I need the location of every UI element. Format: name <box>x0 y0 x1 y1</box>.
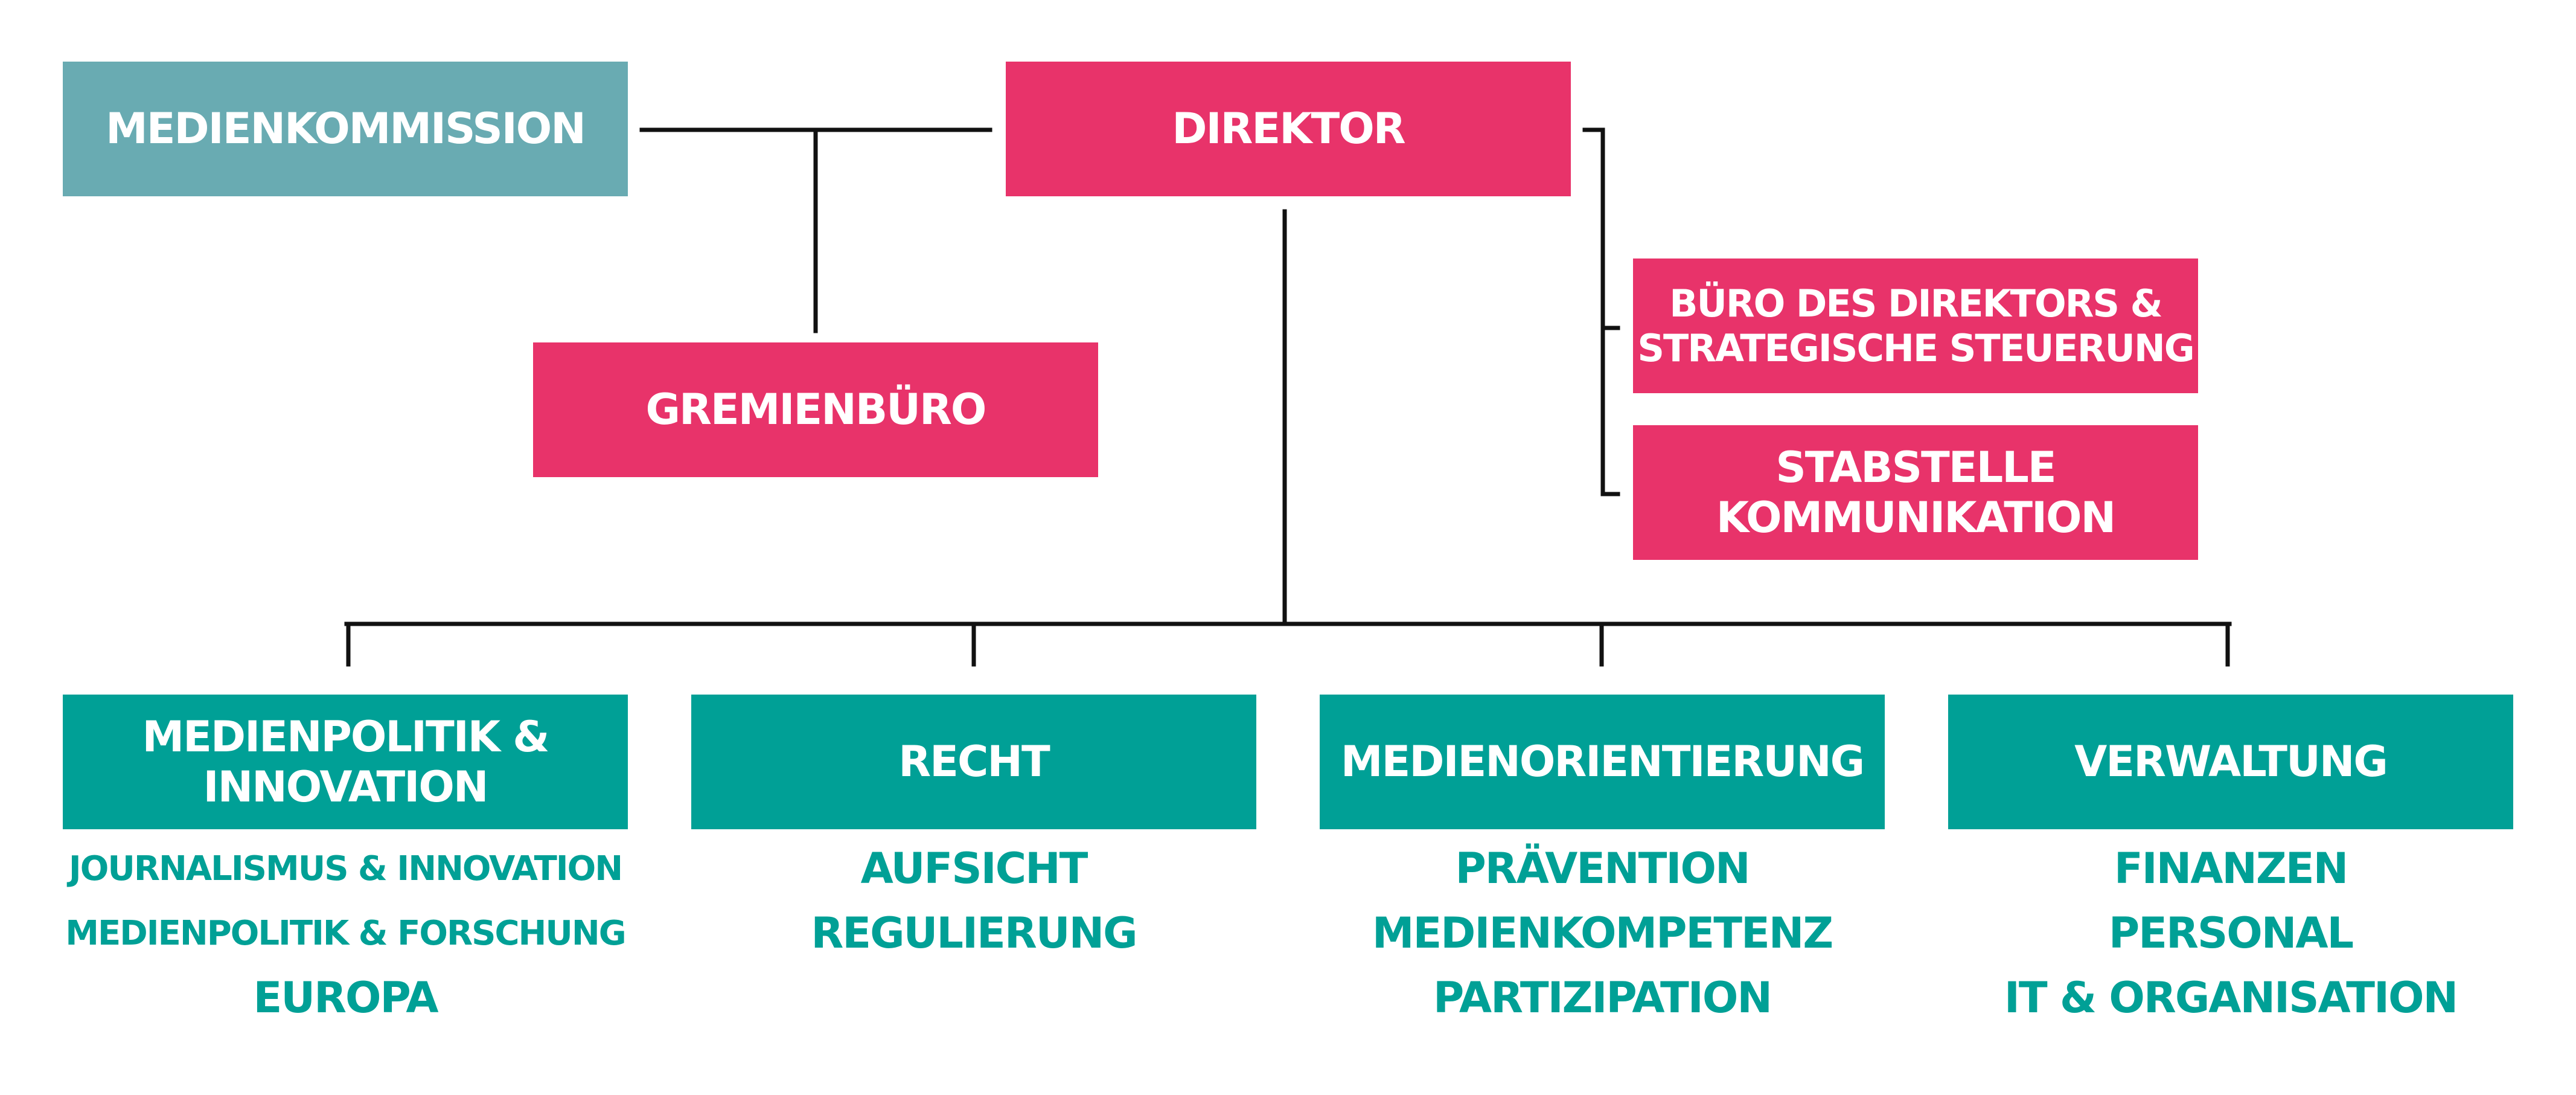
department-unit: IT & ORGANISATION <box>2004 973 2458 1023</box>
department-units: PRÄVENTION MEDIENKOMPETENZ PARTIZIPATION <box>1318 837 1886 1030</box>
department-box: RECHT <box>691 695 1256 829</box>
department-units: JOURNALISMUS & INNOVATION MEDIENPOLITIK … <box>62 837 629 1030</box>
department-box: MEDIENORIENTIERUNG <box>1320 695 1885 829</box>
department-unit: FINANZEN <box>2114 844 2348 893</box>
department-unit: REGULIERUNG <box>811 908 1137 958</box>
department-box: MEDIENPOLITIK & INNOVATION <box>63 695 628 829</box>
stabstelle-kommunikation-box: STABSTELLE KOMMUNIKATION <box>1633 425 2198 560</box>
department-unit: MEDIENKOMPETENZ <box>1372 908 1833 958</box>
department-unit: EUROPA <box>253 973 438 1023</box>
buero-des-direktors-box: BÜRO DES DIREKTORS & STRATEGISCHE STEUER… <box>1633 258 2198 393</box>
department-unit: MEDIENPOLITIK & FORSCHUNG <box>65 914 626 953</box>
gremienbuero-box: GREMIENBÜRO <box>533 342 1098 477</box>
connector-staff-bracket <box>1582 127 1620 496</box>
department-unit: PERSONAL <box>2108 908 2354 958</box>
department-unit: AUFSICHT <box>860 844 1088 893</box>
medienkommission-box: MEDIENKOMMISSION <box>63 62 628 196</box>
department-unit: PRÄVENTION <box>1455 844 1750 893</box>
department-units: FINANZEN PERSONAL IT & ORGANISATION <box>1947 837 2514 1030</box>
direktor-box: DIREKTOR <box>1006 62 1571 196</box>
department-unit: PARTIZIPATION <box>1433 973 1772 1023</box>
department-box: VERWALTUNG <box>1948 695 2513 829</box>
department-units: AUFSICHT REGULIERUNG <box>690 837 1258 966</box>
department-unit: JOURNALISMUS & INNOVATION <box>68 849 623 888</box>
